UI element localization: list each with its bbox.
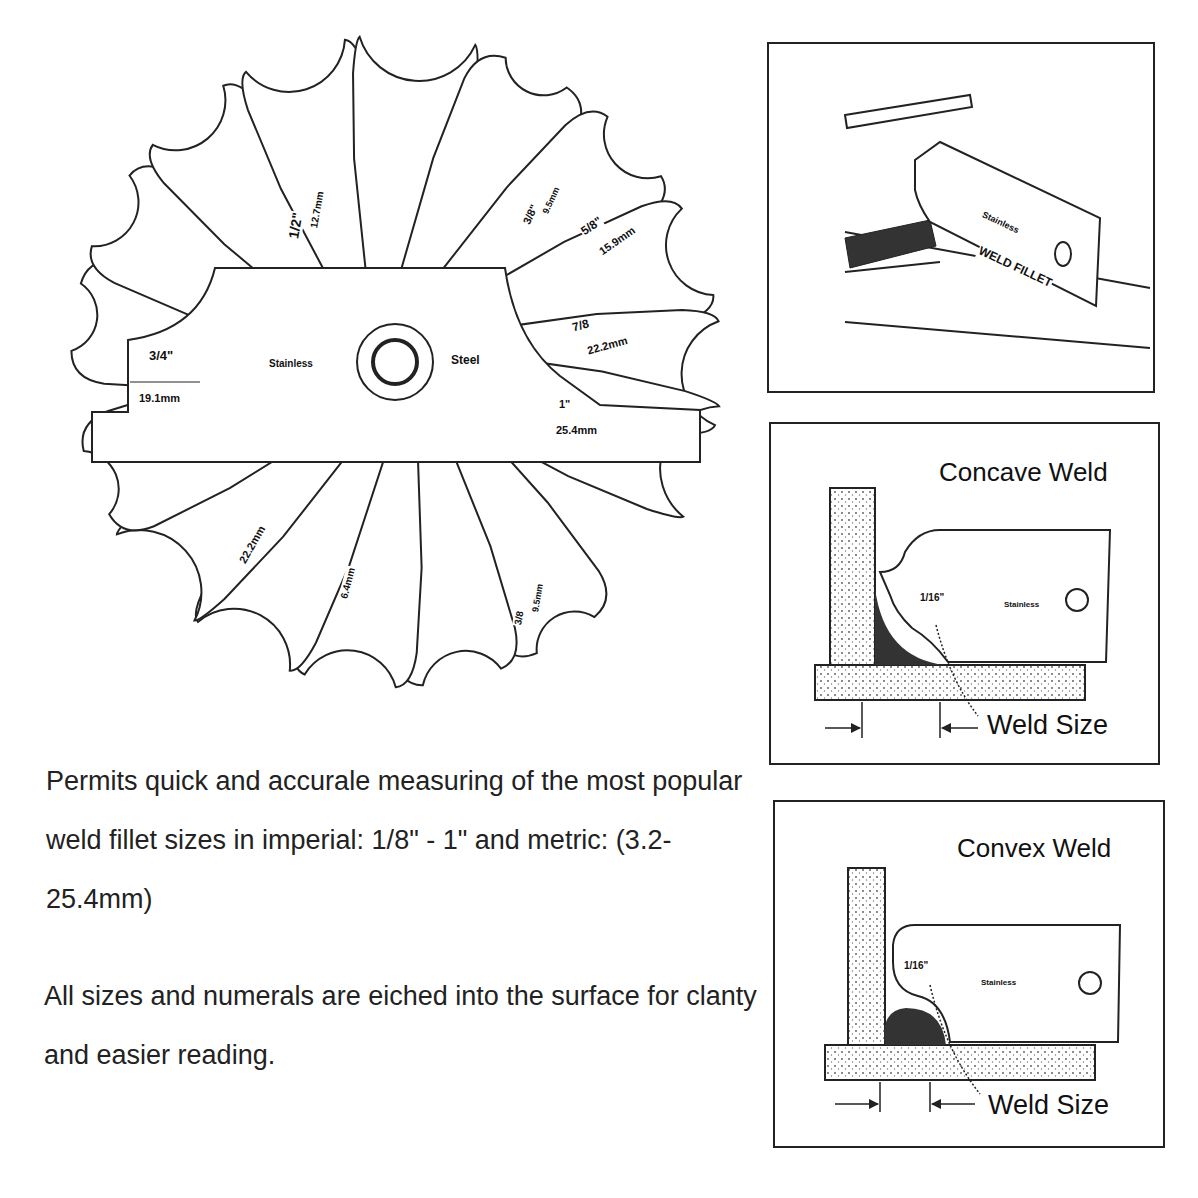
pivot-washer xyxy=(357,324,433,400)
panel-caption: Concave Weld xyxy=(939,458,1108,488)
size-marking: 25.4mm xyxy=(555,424,598,437)
tag-hole xyxy=(1066,589,1088,611)
convex-weld xyxy=(884,1008,946,1045)
illustration-panel: Convex Weld 1/16" StainlessWeld Size xyxy=(773,800,1165,1148)
dimension-ticks xyxy=(862,702,940,738)
etched-marking: 1/16" xyxy=(919,592,945,604)
dimension-arrow xyxy=(835,1103,878,1105)
dimension-arrow xyxy=(942,727,978,729)
etched-marking: 1/16" xyxy=(903,960,929,972)
gauge-blades xyxy=(68,36,721,689)
plate-edge xyxy=(845,95,972,128)
vertical-plate xyxy=(830,488,875,666)
vertical-plate xyxy=(848,868,885,1046)
etched-marking: Stainless xyxy=(980,978,1017,987)
panel-caption: Weld Size xyxy=(988,1090,1109,1121)
illustration-panel: StainlessWELD FILLET xyxy=(767,42,1155,393)
etched-marking: Stainless xyxy=(980,209,1022,236)
concave-weld xyxy=(875,588,945,665)
size-marking: 3/4" xyxy=(148,349,174,364)
gauge-tag xyxy=(915,142,1100,306)
tag-hole xyxy=(1055,242,1071,266)
etched-marking: Stainless xyxy=(1003,600,1040,609)
gauge-tag xyxy=(880,530,1110,662)
size-marking: 19.1mm xyxy=(138,392,181,405)
description-text: All sizes and numerals are eiched into t… xyxy=(44,967,764,1085)
panel-caption: Weld Size xyxy=(987,710,1108,741)
size-marking: Stainless xyxy=(268,358,314,370)
dimension-arrow xyxy=(932,1103,975,1105)
size-marking: 1" xyxy=(558,398,571,411)
base-plate xyxy=(825,1045,1095,1080)
leader-line xyxy=(936,625,978,716)
pivot-rivet xyxy=(373,340,417,384)
leader-line xyxy=(930,985,980,1094)
tag-hole xyxy=(1079,972,1101,994)
etched-marking: WELD FILLET xyxy=(975,244,1055,291)
description-text: Permits quick and accurale measuring of … xyxy=(46,752,771,929)
scale-line xyxy=(130,382,200,383)
dimension-ticks xyxy=(880,1082,930,1112)
dimension-arrow xyxy=(825,727,860,729)
weld-bead xyxy=(845,220,936,268)
size-marking: Steel xyxy=(450,354,481,368)
illustration-panel: Concave Weld 1/16" StainlessWeld Size xyxy=(769,422,1160,765)
base-plate xyxy=(815,665,1085,700)
gauge-body xyxy=(92,268,700,462)
panel-caption: Convex Weld xyxy=(957,834,1111,864)
